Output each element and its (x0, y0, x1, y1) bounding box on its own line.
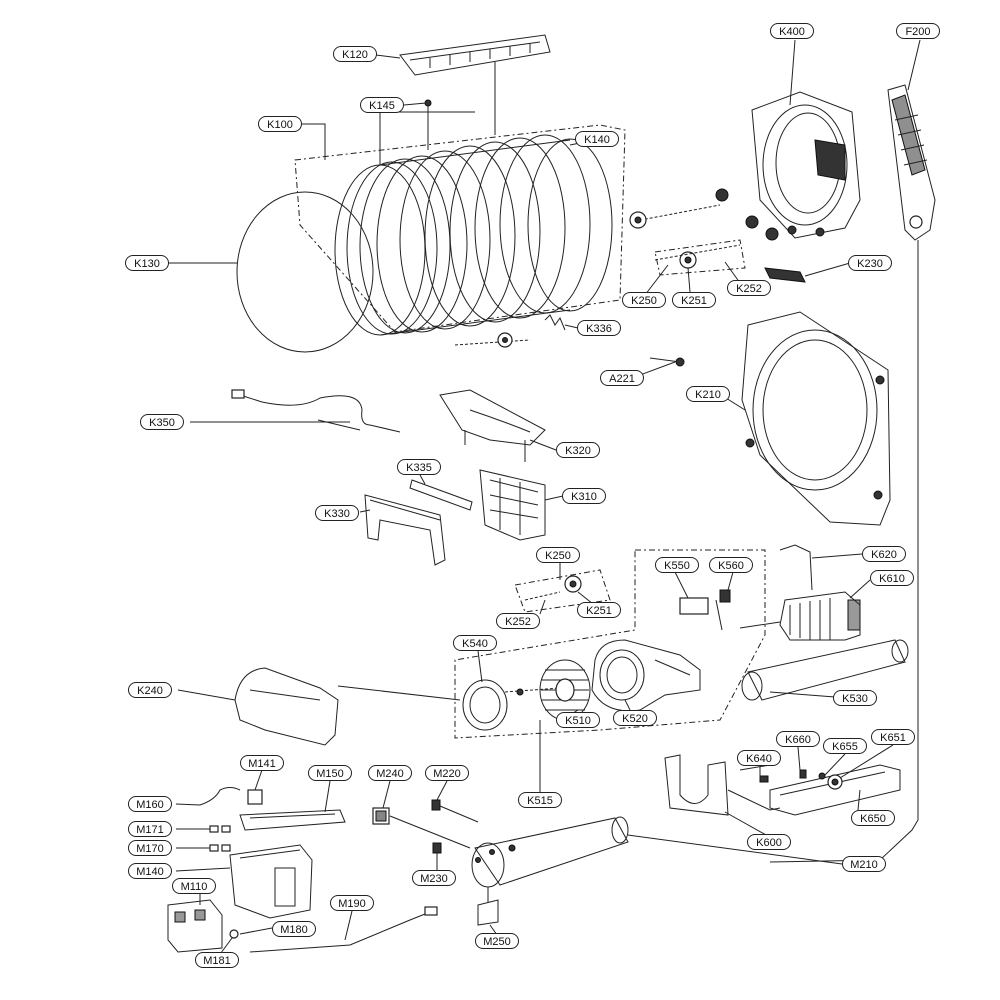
motor-icon (739, 591, 861, 641)
label-f200: F200 (896, 23, 940, 39)
label-m190: M190 (330, 895, 374, 911)
label-m230: M230 (412, 870, 456, 886)
leader-lines (168, 39, 921, 958)
control-board-icon (167, 787, 438, 953)
label-k250-lower: K250 (536, 547, 580, 563)
filter-housing-icon (479, 469, 546, 541)
label-k560: K560 (709, 557, 753, 573)
label-m220: M220 (425, 765, 469, 781)
rear-bulkhead-icon (751, 91, 861, 239)
spring-icon (454, 314, 566, 348)
label-m160: M160 (128, 796, 172, 812)
label-k660: K660 (776, 731, 820, 747)
label-k336: K336 (577, 320, 621, 336)
mounting-clip-icon (477, 887, 499, 926)
label-k120: K120 (333, 46, 377, 62)
label-k530: K530 (833, 690, 877, 706)
idler-pulley-icon (514, 569, 611, 613)
label-k140: K140 (575, 131, 619, 147)
label-m181: M181 (195, 952, 239, 968)
label-a221: A221 (600, 370, 644, 386)
label-m240: M240 (368, 765, 412, 781)
label-k400: K400 (770, 23, 814, 39)
label-m210: M210 (842, 856, 886, 872)
label-k620: K620 (862, 546, 906, 562)
label-k600: K600 (747, 834, 791, 850)
drum-front-seal (236, 191, 374, 353)
heater-duct-icon (471, 816, 629, 888)
label-k655: K655 (823, 738, 867, 754)
label-k520: K520 (613, 710, 657, 726)
label-m180: M180 (272, 921, 316, 937)
label-k610: K610 (870, 570, 914, 586)
label-k350: K350 (140, 414, 184, 430)
label-k251-upper: K251 (672, 292, 716, 308)
label-k145: K145 (360, 97, 404, 113)
label-m141: M141 (240, 755, 284, 771)
label-m170: M170 (128, 840, 172, 856)
label-k550: K550 (655, 557, 699, 573)
label-m150: M150 (308, 765, 352, 781)
idler-arm-assembly-icon (759, 764, 901, 816)
dryer-drum-icon (294, 124, 626, 336)
label-k510: K510 (556, 712, 600, 728)
label-k252-lower: K252 (496, 613, 540, 629)
exhaust-duct-icon (741, 639, 909, 701)
label-k310: K310 (562, 488, 606, 504)
label-m110: M110 (172, 878, 216, 894)
label-k251-lower: K251 (577, 602, 621, 618)
label-k210: K210 (686, 386, 730, 402)
label-k100: K100 (258, 116, 302, 132)
bracket-icon (764, 267, 806, 283)
motor-wire-icon (779, 544, 813, 591)
blower-seal-icon (462, 679, 561, 731)
seal-strip-icon (409, 479, 473, 511)
toe-kick-cover-icon (234, 667, 339, 746)
label-m171: M171 (128, 821, 172, 837)
blower-wheel-icon (539, 659, 591, 721)
label-k330: K330 (315, 505, 359, 521)
filter-bracket-icon (364, 494, 446, 566)
label-k250-upper: K250 (622, 292, 666, 308)
wire-harness-icon (231, 389, 401, 433)
blower-assembly-outline (454, 549, 766, 739)
label-k651: K651 (871, 729, 915, 745)
label-k335: K335 (397, 459, 441, 475)
drum-shaft-icon (629, 188, 779, 276)
label-k540: K540 (453, 635, 497, 651)
sensor-icon (431, 799, 479, 823)
blower-housing-icon (591, 639, 701, 712)
front-bulkhead-icon (741, 311, 891, 526)
label-k640: K640 (737, 750, 781, 766)
label-m140: M140 (128, 863, 172, 879)
drum-lifter-icon (399, 34, 551, 135)
label-k650: K650 (851, 810, 895, 826)
label-k240: K240 (128, 682, 172, 698)
label-m250: M250 (475, 933, 519, 949)
fuse-icon (432, 842, 442, 854)
label-k130: K130 (125, 255, 169, 271)
label-k515: K515 (518, 792, 562, 808)
duct-cover-icon (439, 389, 546, 462)
thermostat-icon (372, 807, 471, 849)
label-k320: K320 (556, 442, 600, 458)
pin-icon (649, 357, 685, 367)
label-k252-upper: K252 (727, 280, 771, 296)
label-k230: K230 (848, 255, 892, 271)
